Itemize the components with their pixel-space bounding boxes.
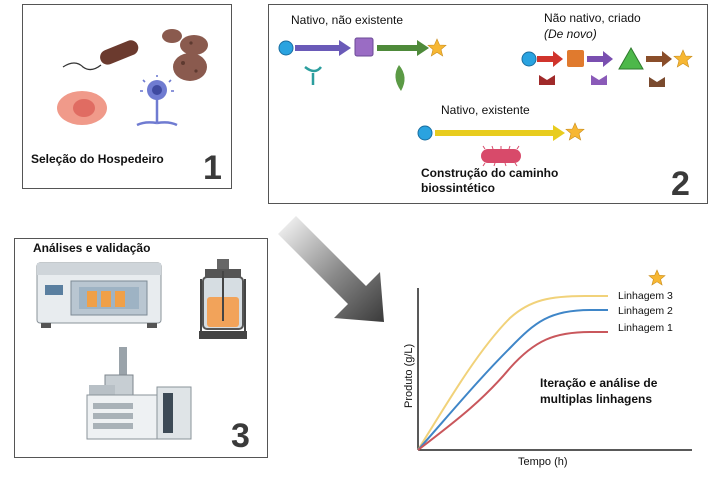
incubator-icon — [36, 262, 162, 328]
series-line-1 — [417, 295, 608, 451]
panel-analysis-validation: Análises e validação 3 — [14, 238, 268, 458]
label-native-nonexistent: Nativo, não existente — [291, 13, 404, 27]
pathway-caption-line1: Construção do caminho — [421, 166, 559, 180]
series-label-2: Linhagem 2 — [618, 305, 673, 317]
iteration-caption-line2: multiplas linhagens — [540, 392, 653, 406]
series-line-2 — [417, 309, 608, 451]
label-nonnative-created: Não nativo, criado — [544, 11, 641, 25]
iteration-caption-line1: Iteração e análise de — [540, 376, 658, 390]
series-label-3: Linhagem 1 — [618, 322, 673, 334]
pathway-native-existing — [417, 122, 585, 167]
panel-pathway-construction: Nativo, não existente Não nativo, criado… — [268, 4, 708, 204]
y-axis-label: Produto (g/L) — [403, 344, 415, 408]
host-selection-caption: Seleção do Hospedeiro — [31, 152, 164, 166]
yeast-icon — [162, 29, 208, 81]
panel-number-3: 3 — [231, 417, 250, 455]
production-chart: Tempo (h) Produto (g/L) Linhagem 3 Linhagem… — [403, 269, 692, 468]
x-axis-label: Tempo (h) — [518, 456, 568, 468]
series-line-3 — [417, 331, 608, 451]
flow-arrow — [274, 216, 384, 322]
pathway-caption-line2: biossintético — [421, 181, 496, 195]
star-icon — [648, 269, 666, 286]
analysis-caption: Análises e validação — [33, 241, 151, 255]
spectrometer-icon — [86, 347, 192, 440]
bioreactor-icon — [199, 259, 247, 339]
bacterium-icon — [62, 40, 139, 71]
cell-icon — [57, 91, 107, 125]
pathway-native-nonexistent — [278, 37, 447, 91]
panel-number-1: 1 — [203, 149, 222, 187]
label-de-novo: (De novo) — [544, 27, 597, 41]
series-label-1: Linhagem 3 — [618, 290, 673, 302]
panel-host-selection: Seleção do Hospedeiro 1 — [22, 4, 232, 189]
star-icon — [427, 38, 447, 57]
label-native-existing: Nativo, existente — [441, 103, 530, 117]
panel-number-2: 2 — [671, 165, 690, 203]
pathway-nonnative-created — [521, 46, 693, 87]
fungus-icon — [136, 75, 178, 127]
